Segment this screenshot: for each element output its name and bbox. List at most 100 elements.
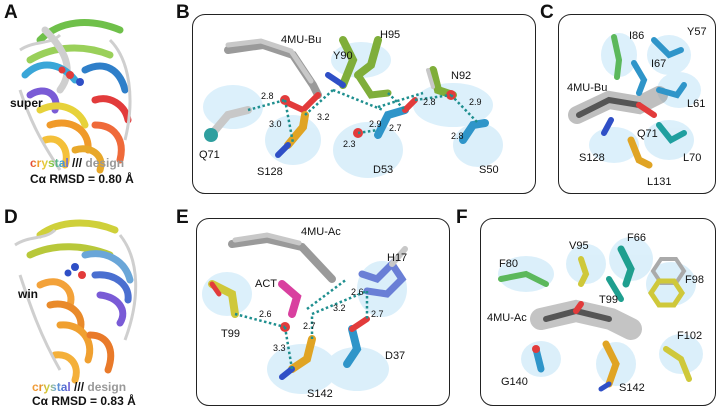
label-s142-f: S142 — [619, 382, 645, 394]
ligand-4mu-ac-f — [530, 299, 642, 340]
panel-e-structure: 4MU-Ac ACT H17 T99 D37 S142 2.6 3.3 2.7 … — [202, 226, 408, 400]
label-i67: I67 — [651, 58, 666, 70]
distance-label: 2.6 — [259, 309, 272, 319]
hydrogen-bonds-e — [234, 278, 369, 370]
residue-l70 — [656, 122, 687, 144]
panel-c-box: I86 Y57 I67 L61 4MU-Bu Q71 L70 S128 L131 — [558, 14, 716, 194]
residue-y57 — [651, 37, 684, 59]
distance-label: 2.3 — [343, 139, 356, 149]
distance-label: 2.6 — [351, 287, 364, 297]
label-s128-c: S128 — [579, 152, 605, 164]
panel-c-structure: I86 Y57 I67 L61 4MU-Bu Q71 L70 S128 L131 — [567, 26, 707, 188]
rmsd-label-top: Cα RMSD = 0.80 Å — [30, 172, 134, 186]
residue-q71 — [204, 95, 290, 142]
distance-label: 2.8 — [261, 91, 274, 101]
panel-letter-b: B — [176, 2, 190, 23]
panel-b-structure: 4MU-Bu Y90 H95 N92 Q71 S128 D53 S50 2.8 … — [199, 29, 503, 178]
label-4mu-bu-b: 4MU-Bu — [281, 34, 321, 46]
legend-design-text: design — [87, 380, 127, 394]
label-f98: F98 — [685, 274, 704, 286]
protein-cartoon-win — [14, 219, 138, 384]
label-4mu-ac-e: 4MU-Ac — [301, 226, 341, 238]
residue-f98 — [647, 257, 687, 308]
label-t99-f: T99 — [599, 294, 618, 306]
residue-l131 — [627, 136, 653, 169]
residue-s142-f — [598, 340, 620, 392]
label-f80: F80 — [499, 258, 518, 270]
distance-label: 2.7 — [389, 123, 402, 133]
label-f66: F66 — [627, 232, 646, 244]
distance-label: 3.3 — [273, 343, 286, 353]
residue-f102 — [663, 346, 692, 382]
residue-s128 — [275, 111, 309, 158]
ligand-4mu-bu-c — [568, 86, 668, 124]
distance-label: 2.7 — [371, 309, 384, 319]
label-h17: H17 — [387, 252, 407, 264]
label-l61: L61 — [687, 98, 705, 110]
legend-separator: /// — [68, 156, 86, 170]
residue-d37 — [343, 316, 370, 368]
legend-design-text: design — [85, 156, 125, 170]
residue-act — [278, 280, 302, 332]
distance-label: 2.7 — [303, 321, 316, 331]
label-l131: L131 — [647, 176, 671, 188]
residue-f66 — [617, 245, 635, 288]
ligand-4mu-bu-b — [224, 38, 322, 114]
label-q71-b: Q71 — [199, 149, 220, 161]
panel-f-structure: F80 V95 F66 F98 T99 4MU-Ac F102 G140 S14… — [487, 232, 704, 394]
label-v95: V95 — [569, 240, 589, 252]
residue-i67 — [631, 60, 648, 96]
residue-s142 — [279, 335, 316, 380]
label-s128-b: S128 — [257, 166, 283, 178]
panel-letter-a: A — [4, 2, 18, 23]
ligand-4mu-ac-e — [228, 232, 336, 283]
label-s50: S50 — [479, 164, 499, 176]
label-y57: Y57 — [687, 26, 707, 38]
variant-label-super: super — [10, 96, 43, 110]
residue-t99-f — [606, 276, 624, 302]
label-i86: I86 — [629, 30, 644, 42]
distance-label: 2.9 — [369, 119, 382, 129]
rmsd-label-bottom: Cα RMSD = 0.83 Å — [32, 394, 136, 408]
panel-letter-c: C — [540, 2, 554, 23]
label-d37: D37 — [385, 350, 405, 362]
label-4mu-ac-f: 4MU-Ac — [487, 312, 527, 324]
label-s142-e: S142 — [307, 388, 333, 400]
label-f102: F102 — [677, 330, 702, 342]
panel-letter-f: F — [456, 207, 468, 228]
distance-label: 2.8 — [451, 131, 464, 141]
distance-label: 3.0 — [269, 119, 282, 129]
legend-separator: /// — [70, 380, 88, 394]
variant-label-win: win — [18, 287, 38, 301]
label-t99-e: T99 — [221, 328, 240, 340]
residue-h17 — [358, 246, 408, 298]
label-4mu-bu-c: 4MU-Bu — [567, 82, 607, 94]
label-q71-c: Q71 — [637, 128, 658, 140]
label-y90: Y90 — [333, 50, 353, 62]
residue-s128-c — [601, 117, 614, 136]
legend-crystal-text: crystal — [32, 380, 71, 394]
panel-f-box: F80 V95 F66 F98 T99 4MU-Ac F102 G140 S14… — [480, 218, 716, 406]
color-legend-top: crystal /// design — [30, 156, 124, 170]
residue-i86 — [611, 34, 623, 80]
distance-label: 3.2 — [317, 112, 330, 122]
residue-f80 — [498, 270, 549, 287]
label-n92: N92 — [451, 70, 471, 82]
label-g140: G140 — [501, 376, 528, 388]
label-act: ACT — [255, 278, 277, 290]
panel-b-box: 4MU-Bu Y90 H95 N92 Q71 S128 D53 S50 2.8 … — [192, 14, 536, 194]
residue-y90-h95 — [325, 36, 392, 99]
panel-letter-e: E — [176, 207, 189, 228]
residue-t99 — [208, 280, 239, 318]
panel-e-box: 4MU-Ac ACT H17 T99 D37 S142 2.6 3.3 2.7 … — [196, 218, 450, 406]
distance-label: 3.2 — [333, 303, 346, 313]
label-l70: L70 — [683, 152, 701, 164]
hydrogen-bonds-b — [247, 88, 479, 144]
color-legend-bottom: crystal /// design — [32, 380, 126, 394]
label-d53: D53 — [373, 164, 393, 176]
legend-crystal-text: crystal — [30, 156, 69, 170]
label-h95: H95 — [380, 29, 400, 41]
protein-cartoon-super — [18, 19, 132, 174]
residue-l61 — [656, 82, 687, 99]
distance-label: 2.9 — [469, 97, 482, 107]
